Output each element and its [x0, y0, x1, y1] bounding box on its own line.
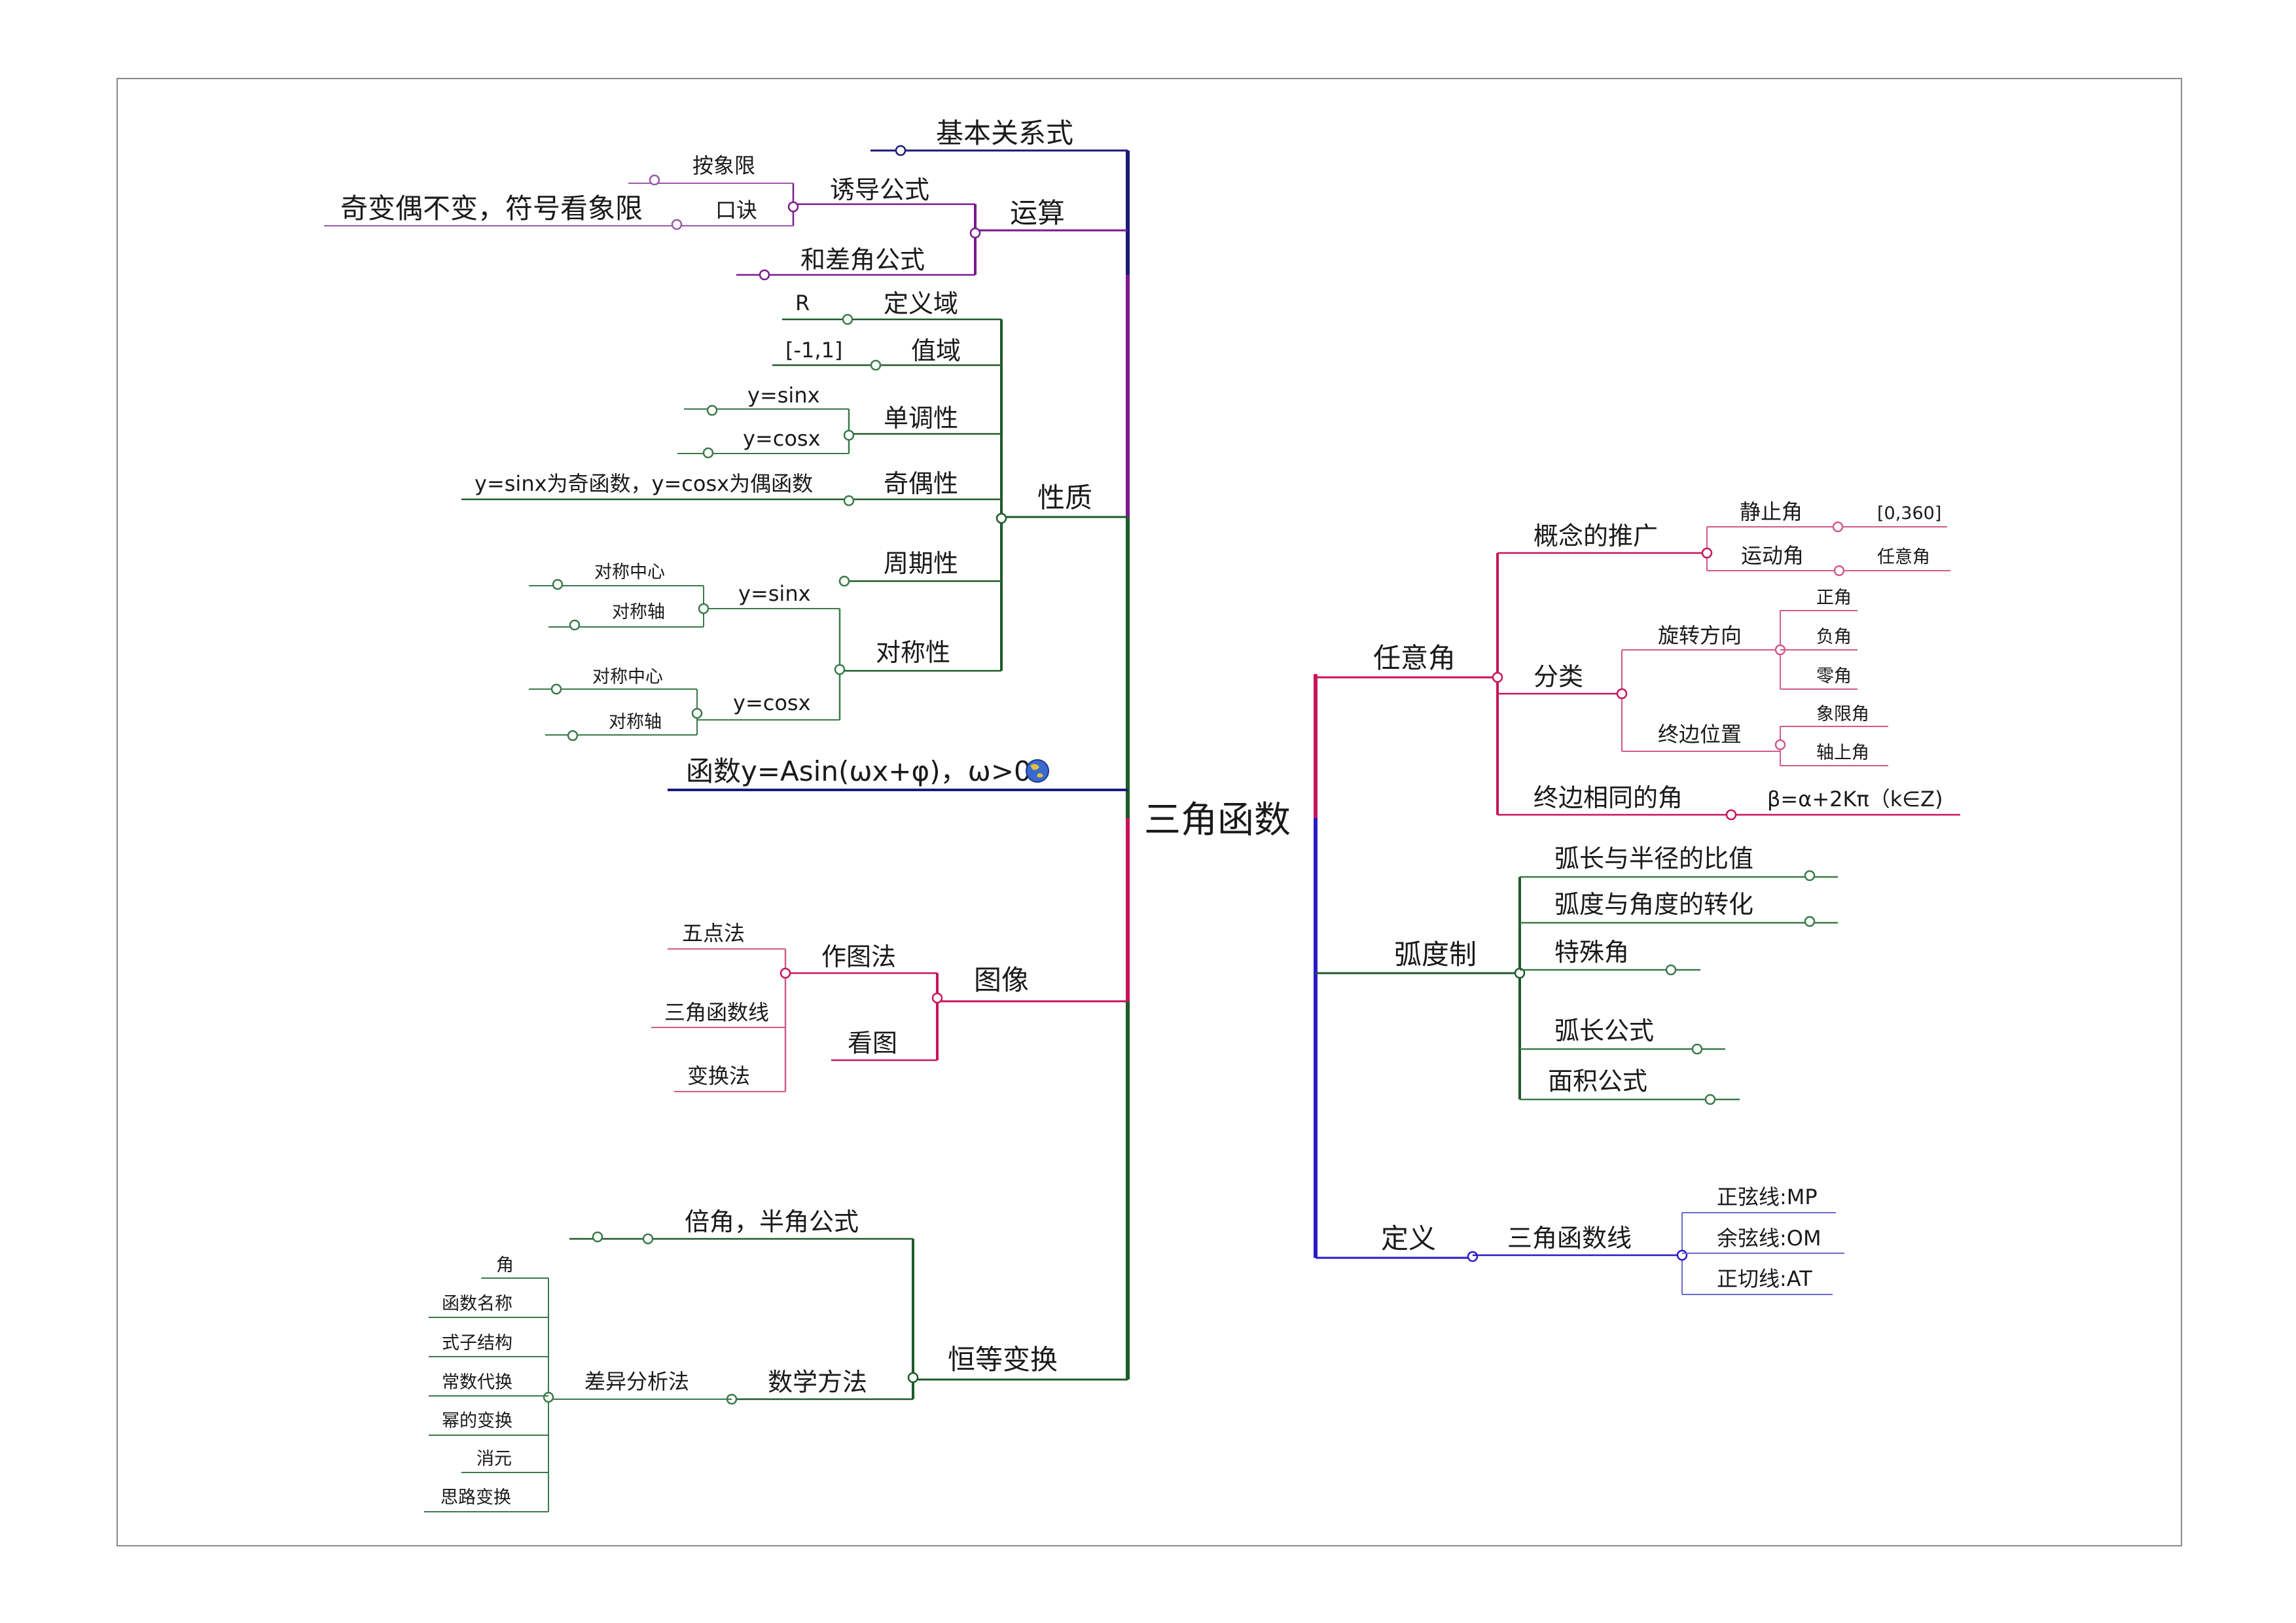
node-monotonicity[interactable]: 单调性: [884, 404, 958, 433]
node-radian-ratio[interactable]: 弧长与半径的比值: [1554, 844, 1753, 873]
branch-operations[interactable]: 运算 诱导公式 按象限 口诀 奇变偶不变，符号看象限 和差角公式: [324, 153, 1128, 281]
node-terminal-position[interactable]: 终边位置: [1658, 722, 1742, 747]
node-arc-length[interactable]: 弧长公式: [1554, 1016, 1654, 1045]
node-rhyme-text[interactable]: 奇变偶不变，符号看象限: [340, 192, 643, 224]
node-domain[interactable]: 定义域: [884, 289, 958, 318]
branch-definition[interactable]: 定义 三角函数线 正弦线:MP 余弦线:OM 正切线:AT: [1316, 1185, 1844, 1295]
node-plotting[interactable]: 作图法: [821, 942, 896, 971]
node-generalization[interactable]: 概念的推广: [1534, 522, 1658, 550]
node-mono-sin[interactable]: y=sinx: [747, 383, 820, 408]
node-sym-cos[interactable]: y=cosx: [733, 690, 811, 715]
node-sym-sin[interactable]: y=sinx: [738, 581, 811, 606]
node-radian[interactable]: 弧度制: [1394, 938, 1477, 971]
globe-icon: [1026, 759, 1049, 783]
node-parity[interactable]: 奇偶性: [884, 469, 958, 498]
node-range-value[interactable]: [-1,1]: [785, 338, 842, 363]
node-cosine-line[interactable]: 余弦线:OM: [1717, 1226, 1821, 1251]
node-axis-angle[interactable]: 轴上角: [1816, 743, 1869, 763]
branch-image[interactable]: 图像 作图法 五点法 三角函数线 变换法 看图: [651, 921, 1128, 1092]
node-operations[interactable]: 运算: [1010, 197, 1065, 229]
branch-radian[interactable]: 弧度制 弧长与半径的比值 弧度与角度的转化 特殊角 弧长公式 面积公式: [1316, 844, 1838, 1105]
node-sym-sin-axis[interactable]: 对称轴: [612, 602, 665, 622]
node-domain-value[interactable]: R: [795, 291, 810, 315]
node-symmetry[interactable]: 对称性: [876, 638, 950, 667]
node-sine-line[interactable]: 正弦线:MP: [1717, 1185, 1818, 1209]
node-definition[interactable]: 定义: [1381, 1222, 1436, 1255]
node-properties[interactable]: 性质: [1037, 482, 1092, 514]
node-any-angle[interactable]: 任意角: [1373, 642, 1456, 674]
node-five-point[interactable]: 五点法: [682, 921, 745, 946]
node-da-structure[interactable]: 式子结构: [442, 1333, 512, 1353]
node-da-elimination[interactable]: 消元: [476, 1449, 512, 1469]
node-sym-cos-axis[interactable]: 对称轴: [609, 712, 662, 732]
node-moving-angle[interactable]: 运动角: [1741, 543, 1804, 568]
node-sym-cos-center[interactable]: 对称中心: [592, 667, 663, 687]
node-negative-angle[interactable]: 负角: [1816, 627, 1852, 647]
node-mono-cos[interactable]: y=cosx: [743, 426, 821, 451]
node-reading[interactable]: 看图: [848, 1029, 897, 1058]
node-trig-lines[interactable]: 三角函数线: [664, 1000, 769, 1025]
branch-basic-relation[interactable]: 基本关系式: [870, 117, 1128, 156]
node-tangent-line[interactable]: 正切线:AT: [1717, 1266, 1812, 1291]
node-identity[interactable]: 恒等变换: [948, 1344, 1058, 1376]
node-static-angle[interactable]: 静止角: [1740, 499, 1803, 524]
node-moving-value[interactable]: 任意角: [1877, 547, 1930, 567]
branch-general-function[interactable]: 函数y=Asin(ωx+φ)，ω>0: [668, 755, 1128, 791]
node-da-power[interactable]: 幂的变换: [442, 1411, 512, 1431]
node-transform[interactable]: 变换法: [687, 1063, 750, 1088]
node-da-func-name[interactable]: 函数名称: [442, 1294, 512, 1314]
node-rotation[interactable]: 旋转方向: [1658, 623, 1742, 648]
branch-any-angle[interactable]: 任意角 概念的推广 静止角 [0,360] 运动角 任意角 分类 旋转方向 正角…: [1316, 499, 1960, 821]
node-math-methods[interactable]: 数学方法: [768, 1368, 867, 1397]
node-static-value[interactable]: [0,360]: [1877, 503, 1941, 524]
node-period[interactable]: 周期性: [884, 549, 958, 578]
node-range[interactable]: 值域: [911, 336, 961, 365]
node-sum-diff[interactable]: 和差角公式: [800, 245, 925, 274]
node-da-constant[interactable]: 常数代换: [442, 1372, 512, 1393]
node-classification[interactable]: 分类: [1534, 662, 1583, 691]
node-da-thinking[interactable]: 思路变换: [440, 1488, 511, 1508]
node-induction[interactable]: 诱导公式: [830, 175, 929, 204]
node-coterminal[interactable]: 终边相同的角: [1534, 783, 1683, 812]
page-frame: [117, 78, 2182, 1546]
node-special-angles[interactable]: 特殊角: [1554, 938, 1629, 967]
node-positive-angle[interactable]: 正角: [1816, 588, 1852, 608]
node-da-angle[interactable]: 角: [496, 1255, 514, 1275]
node-coterminal-formula[interactable]: β=α+2Kπ（k∈Z): [1767, 787, 1943, 812]
node-image[interactable]: 图像: [974, 964, 1029, 996]
node-zero-angle[interactable]: 零角: [1816, 666, 1852, 687]
node-diff-analysis[interactable]: 差异分析法: [584, 1369, 689, 1394]
node-trig-func-lines[interactable]: 三角函数线: [1507, 1224, 1632, 1253]
node-sym-sin-center[interactable]: 对称中心: [594, 562, 665, 582]
node-by-quadrant[interactable]: 按象限: [692, 153, 755, 178]
node-double-half[interactable]: 倍角，半角公式: [685, 1207, 859, 1236]
node-parity-value[interactable]: y=sinx为奇函数，y=cosx为偶函数: [475, 471, 813, 496]
node-rhyme[interactable]: 口诀: [715, 198, 757, 223]
root-node[interactable]: 三角函数: [1144, 799, 1291, 842]
node-area-formula[interactable]: 面积公式: [1548, 1067, 1647, 1096]
node-radian-conversion[interactable]: 弧度与角度的转化: [1554, 890, 1753, 919]
node-quadrant-angle[interactable]: 象限角: [1816, 704, 1869, 724]
branch-identity[interactable]: 恒等变换 倍角，半角公式 数学方法 差异分析法 角 函数名称 式子结构 常数代换…: [424, 1207, 1128, 1512]
branch-properties[interactable]: 性质 定义域 R 值域 [-1,1] 单调性 y=sinx y=cosx 奇偶性…: [461, 289, 1128, 741]
node-basic-relation[interactable]: 基本关系式: [936, 117, 1073, 149]
node-general-function[interactable]: 函数y=Asin(ωx+φ)，ω>0: [686, 755, 1031, 787]
